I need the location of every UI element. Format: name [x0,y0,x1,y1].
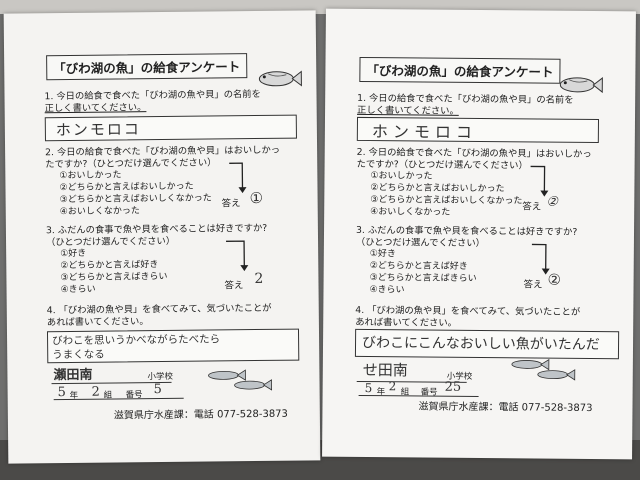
survey-sheet-right: 「びわ湖の魚」の給食アンケート 1. 今日の給食で食べた「びわ湖の魚や貝」の名前… [322,8,636,460]
answer-label: 答え [522,201,542,213]
handwritten-grade: 5 [57,385,66,401]
handwritten-school: 瀬田南 [53,367,93,384]
survey-sheet-left: 「びわ湖の魚」の給食アンケート 1. 今日の給食で食べた「びわ湖の魚や貝」の名前… [3,10,321,464]
question-4-sub: あれば書いてください。 [46,316,149,329]
arrow-icon [226,240,249,272]
answer-box-1: ホンモロコ [44,114,297,142]
answer-box-4: びわこにこんなおいしい魚がいたんだ [354,328,620,360]
handwritten-answer-3: ② [547,270,562,289]
question-2-sub: たですか?（ひとつだけ選んでください） [45,157,217,171]
handwritten-fish-name: ホンモロコ [371,122,477,142]
fish-illustration [258,70,302,87]
handwritten-school: せ田南 [362,360,408,380]
handwritten-grade: 5 [364,381,373,396]
answer-label: 答え [224,280,244,292]
fish-pair-illustration [511,358,576,381]
q2-option-2: ②どちらかと言えばおいしかった [370,183,505,195]
id-line [53,397,184,401]
handwritten-number: 5 [153,382,162,398]
question-1-sub: 正しく書いてください。 [44,102,147,115]
handwritten-answer-2: ② [546,194,559,210]
q2-option-3: ③どちらかと言えばおいしくなかった [370,195,523,207]
q3-option-3: ③どちらかと言えばきらい [60,271,168,284]
answer-label: 答え [221,198,241,210]
footer-contact: 滋賀県庁水産課：電話 077-528-3873 [113,408,288,422]
question-4: 4. 「びわ湖の魚や貝」を食べてみて、気づいたことが [46,302,272,317]
question-3-sub: （ひとつだけ選んでください） [355,236,486,250]
handwritten-fish-name: ホンモロコ [55,120,141,140]
q3-option-4: ④きらい [369,285,405,296]
handwritten-answer-3: 2 [254,270,264,288]
arrow-icon [530,165,549,197]
footer-contact: 滋賀県庁水産課：電話 077-528-3873 [418,401,593,414]
answer-label: 答え [523,279,543,291]
question-4-sub: あれば書いてください。 [355,316,457,329]
question-1: 1. 今日の給食で食べた「びわ湖の魚や貝」の名前を [44,88,261,103]
handwritten-comment: びわこにこんなおいしい魚がいたんだ [361,334,600,354]
q3-option-3: ③どちらかと言えばきらい [369,273,477,284]
fish-pair-illustration [208,369,273,391]
handwritten-comment-line2: うまくなる [52,348,105,362]
handwritten-answer-2: ① [249,188,264,208]
arrow-icon [531,243,550,275]
q3-option-2: ②どちらかと言えば好き [369,261,468,272]
q3-option-4: ④きらい [60,284,96,296]
q2-option-3: ③どちらかと言えばおいしくなかった [59,193,212,206]
fish-illustration [559,77,603,94]
q2-option-4: ④おいしくなかった [59,206,140,218]
answer-box-1: ホンモロコ [356,116,600,144]
handwritten-number: 25 [444,379,462,395]
q2-option-4: ④おいしくなかった [370,207,451,218]
handwritten-comment-line1: びわこを思いうかべながらたべたら [52,333,221,348]
handwritten-class: 2 [388,379,397,394]
q2-option-1: ①おいしかった [59,170,122,182]
q2-option-2: ②どちらかと言えばおいしかった [59,181,194,194]
q3-option-2: ②どちらかと言えば好き [60,260,159,272]
school-suffix: 小学校 [147,371,174,383]
q3-option-1: ①好き [369,249,396,260]
question-1-sub: 正しく書いてください。 [357,104,459,117]
survey-title: 「びわ湖の魚」の給食アンケート [359,56,561,84]
handwritten-class: 2 [91,384,100,400]
arrow-icon [229,162,247,194]
answer-box-4: びわこを思いうかべながらたべたら うまくなる [46,328,300,364]
survey-title: 「びわ湖の魚」の給食アンケート [46,53,248,81]
q2-option-1: ①おいしかった [370,171,433,182]
question-3-sub: （ひとつだけ選んでください） [45,235,176,249]
q3-option-1: ①好き [60,248,87,260]
